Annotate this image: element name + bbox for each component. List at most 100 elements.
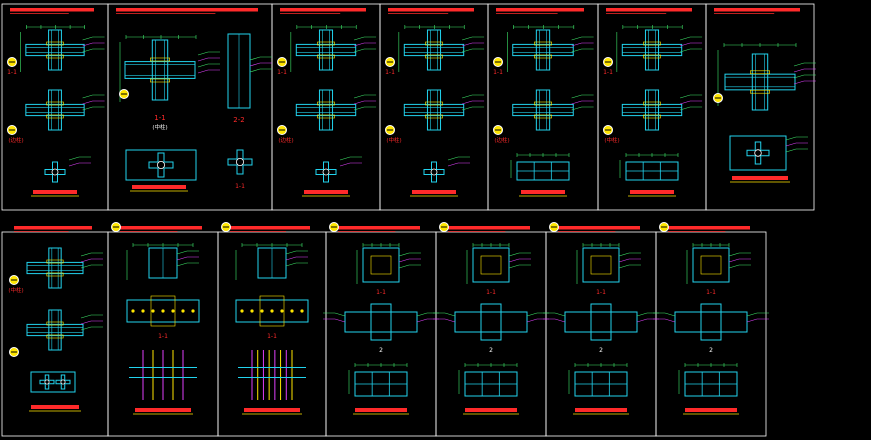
detail-panel-bottom-4: 1-12 (323, 222, 439, 415)
bolt-icon (280, 309, 284, 313)
leader-line (746, 318, 769, 323)
leader-line (80, 314, 103, 319)
leader-line (728, 252, 751, 257)
section-label: (边柱) (494, 136, 509, 144)
stiffener-plate (46, 101, 64, 106)
beam-outline (512, 43, 574, 57)
leader-line (461, 100, 485, 105)
section-label: 1-1 (603, 69, 613, 76)
cross-column-plan (148, 152, 174, 178)
beam-outline (724, 73, 796, 91)
section-label: 1-1 (277, 69, 287, 76)
column-outline (535, 89, 551, 131)
circle-marker-icon (439, 222, 449, 232)
title-red-bar (120, 226, 202, 230)
leader-line (82, 48, 105, 53)
leader-line (249, 68, 272, 73)
leader-line (447, 162, 470, 167)
title-red-bar (338, 226, 420, 230)
section-label: 2 (489, 347, 493, 354)
beam-outline (621, 43, 683, 57)
bolt-icon (270, 309, 274, 313)
leader-line (353, 48, 377, 53)
cross-column-plan (227, 149, 253, 175)
circle-marker-icon (603, 57, 613, 67)
section-label: 1-1 (376, 289, 386, 296)
cross-column-plan (55, 374, 71, 390)
leader-line (508, 264, 531, 269)
detail-panel-top-2: 1-1(中柱)2-21-1 (116, 8, 272, 192)
cross-column-plan (423, 161, 445, 183)
leader-line (353, 94, 377, 99)
column-center-circle (156, 160, 165, 169)
leader-line (80, 320, 103, 325)
circle-marker-icon (277, 57, 287, 67)
section-label: 1-1 (154, 114, 165, 122)
beam-outline (124, 61, 196, 79)
stiffener-plate (46, 114, 64, 119)
caption-red-bar (304, 190, 348, 194)
caption-red-bar (575, 408, 627, 412)
circle-marker-icon (277, 125, 287, 135)
leader-line (82, 94, 105, 99)
detail-panel-top-5: 1-1(边柱) (493, 8, 594, 197)
section-label: (中柱) (386, 136, 401, 144)
beam-outline (26, 323, 84, 337)
stiffener-plate (46, 259, 64, 264)
circle-marker-icon (603, 125, 613, 135)
leader-line (793, 62, 816, 67)
circle-marker-icon (329, 222, 339, 232)
column-outline (151, 39, 169, 101)
column-box (370, 303, 392, 341)
column-box (700, 303, 722, 341)
leader-line (728, 258, 751, 263)
leader-line (398, 258, 421, 263)
section-label: 2 (599, 347, 603, 354)
leader-line (728, 264, 751, 269)
leader-line (82, 36, 105, 41)
caption-red-bar (732, 176, 788, 180)
circle-marker-icon (385, 57, 395, 67)
leader-line (618, 264, 641, 269)
section-label: 1-1 (385, 69, 395, 76)
section-label: (中柱) (604, 136, 619, 144)
leader-line (571, 42, 594, 47)
leader-line (249, 62, 272, 67)
leader-line (433, 312, 456, 317)
leader-line (82, 42, 105, 47)
title-red-bar (14, 226, 92, 230)
leader-line (249, 56, 272, 61)
leader-line (323, 318, 346, 323)
detail-panel-bottom-3: 1-1 (221, 222, 310, 415)
bolt-icon (141, 309, 145, 313)
cross-column-plan (315, 161, 337, 183)
bolt-icon (300, 309, 304, 313)
leader-line (679, 36, 703, 41)
beam-outline (25, 43, 85, 57)
detail-panel-top-4: 1-1 (中柱) (385, 8, 485, 197)
panel-frame (435, 231, 547, 437)
column-outline (426, 89, 442, 131)
title-red-bar (496, 8, 584, 12)
detail-panel-top-3: 1-1(边柱) (277, 8, 377, 197)
beam-outline (403, 43, 465, 57)
stiffener-plate (46, 321, 64, 326)
stiffener-plate (46, 272, 64, 277)
circle-marker-icon (385, 125, 395, 135)
stiffener-plate (46, 334, 64, 339)
leader-line (353, 42, 377, 47)
leader-line (68, 156, 91, 161)
detail-panel-top-1: 1-1(边柱) (7, 8, 105, 197)
stiffener-plate (643, 114, 661, 119)
leader-line (353, 100, 377, 105)
leader-line (461, 48, 485, 53)
circle-marker-icon (119, 89, 129, 99)
plan-frame (729, 135, 787, 171)
leader-line (679, 42, 703, 47)
column-outline (644, 89, 660, 131)
bolt-icon (181, 309, 185, 313)
leader-line (785, 142, 808, 147)
caption-red-bar (31, 405, 79, 409)
leader-line (285, 250, 308, 255)
